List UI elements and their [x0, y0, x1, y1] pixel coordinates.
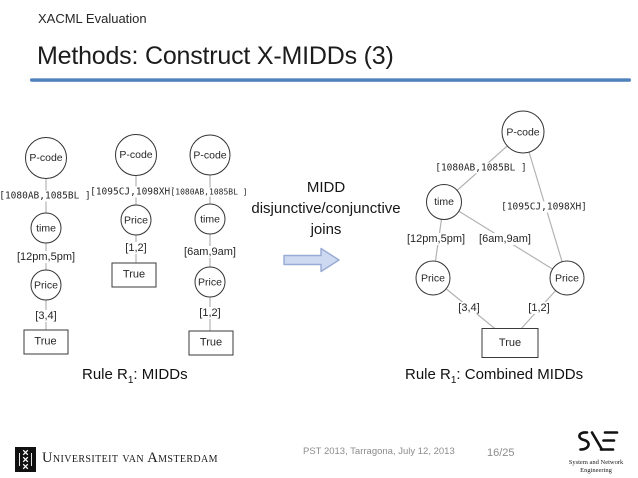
caption-text: Rule R — [405, 366, 451, 383]
caption-text: : Combined MIDDs — [456, 366, 584, 383]
university-name: Universiteit van Amsterdam — [42, 450, 218, 466]
node-label: P-code — [29, 152, 63, 164]
leaf-true: True — [111, 262, 157, 287]
node-price: Price — [30, 269, 62, 301]
edge-label-interval: [1095CJ,1098XH] — [89, 186, 177, 198]
slide-eyebrow: XACML Evaluation — [38, 11, 147, 26]
conference-footer: PST 2013, Tarragona, July 12, 2013 — [303, 446, 455, 457]
node-p-code: P-code — [501, 110, 545, 154]
node-time: time — [194, 203, 226, 235]
node-price: Price — [194, 266, 226, 298]
leaf-true: True — [23, 329, 68, 354]
sne-logo: System and Network Engineering — [562, 429, 630, 474]
edge-label-interval: [12pm,5pm] — [405, 233, 467, 245]
caption-subscript: 1 — [127, 375, 134, 386]
node-label: Price — [198, 276, 222, 288]
page-number: 16/25 — [487, 447, 515, 459]
node-label: time — [200, 213, 220, 225]
edge-label-interval: [6am,9am] — [183, 246, 237, 258]
edge-label-interval: [12pm,5pm] — [15, 251, 77, 263]
node-label: P-code — [119, 149, 153, 161]
leaf-label: True — [122, 268, 146, 281]
node-p-code: P-code — [115, 134, 157, 176]
edge-label-interval: [1080AB,1085BL ] — [169, 187, 249, 197]
node-price: Price — [415, 260, 451, 296]
edge-label-interval: [1,2] — [198, 307, 222, 319]
node-price: Price — [549, 260, 585, 296]
join-text-line: joins — [310, 221, 342, 238]
node-label: Price — [555, 272, 579, 284]
leaf-true: True — [481, 328, 539, 358]
edge-label-interval: [6am,9am] — [478, 233, 532, 245]
uva-logo-crosses — [19, 449, 32, 470]
join-text-line: disjunctive/conjunctive — [251, 200, 401, 217]
right-arrow-shape — [283, 247, 340, 273]
caption-subscript: 1 — [450, 375, 457, 386]
node-label: time — [36, 222, 56, 234]
node-p-code: P-code — [189, 134, 231, 176]
sne-caption-line: System and Network — [568, 459, 624, 466]
sne-logo-icon — [578, 431, 619, 451]
edge-label-interval: [3,4] — [457, 302, 481, 314]
caption-text: : MIDDs — [133, 366, 188, 383]
node-label: time — [434, 196, 454, 208]
caption-left: Rule R1: MIDDs — [82, 366, 188, 386]
node-label: Price — [34, 279, 58, 291]
node-time: time — [30, 212, 62, 244]
node-label: Price — [124, 214, 148, 226]
leaf-label: True — [34, 335, 57, 348]
right-arrow-icon — [283, 247, 340, 273]
edge-label-interval: [1,2] — [124, 242, 148, 254]
edge-label-interval: [3,4] — [34, 310, 58, 322]
leaf-label: True — [498, 337, 522, 349]
caption-right: Rule R1: Combined MIDDs — [405, 366, 583, 386]
edge-label-interval: [1080AB,1085BL ] — [0, 190, 92, 202]
join-text-line: MIDD — [306, 179, 346, 196]
edge-label-interval: [1,2] — [527, 302, 551, 314]
node-p-code: P-code — [25, 137, 67, 179]
sne-logo-glyph — [578, 431, 619, 451]
uva-logo-icon — [15, 447, 36, 472]
caption-text: Rule R — [82, 366, 128, 383]
sne-caption-line: Engineering — [580, 466, 612, 474]
edge-label-interval: [1095CJ,1098XH] — [500, 201, 588, 213]
node-label: Price — [421, 272, 445, 284]
title-underline — [30, 78, 631, 82]
leaf-label: True — [199, 336, 223, 349]
node-price: Price — [120, 204, 152, 236]
node-time: time — [426, 184, 462, 220]
node-label: P-code — [506, 126, 540, 138]
page-title: Methods: Construct X-MIDDs (3) — [37, 42, 394, 70]
join-description: MIDD disjunctive/conjunctive joins — [238, 177, 414, 240]
leaf-true: True — [188, 330, 234, 355]
node-label: P-code — [193, 149, 227, 161]
edge-label-interval: [1080AB,1085BL ] — [434, 162, 528, 174]
